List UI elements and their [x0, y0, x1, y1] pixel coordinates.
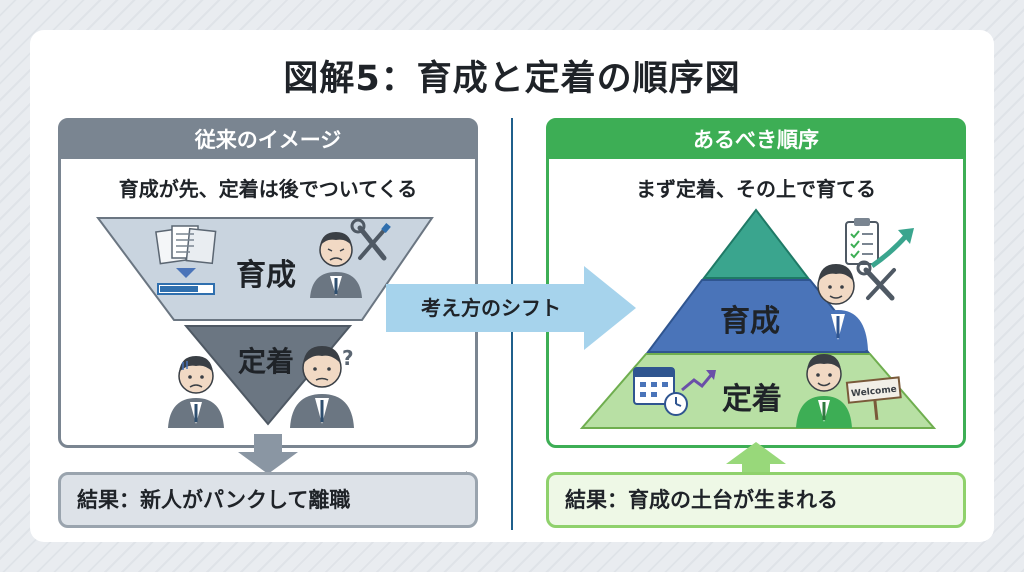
page-title: 図解5：育成と定着の順序図 — [283, 59, 741, 99]
pyramid-middle-label: 育成 — [720, 304, 780, 339]
welcome-sign-text: Welcome — [851, 385, 898, 400]
welcoming-person-icon — [796, 354, 852, 428]
panel-ideal-header: あるべき順序 — [549, 121, 963, 159]
result-conventional: 結果：新人がパンクして離職 — [58, 472, 478, 528]
down-arrow-left — [238, 434, 298, 474]
panel-ideal-subtitle: まず定着、その上で育てる — [636, 177, 876, 201]
result-conventional-text: 結果：新人がパンクして離職 — [77, 488, 351, 512]
sad-person-left-icon — [168, 356, 224, 428]
documents-icon — [155, 225, 217, 278]
confident-person-middle-icon — [808, 264, 868, 350]
pyramid-base-label: 定着 — [722, 382, 782, 417]
shift-arrow — [386, 266, 636, 350]
progress-bar-icon — [157, 283, 215, 295]
calendar-icon — [633, 367, 675, 405]
welcome-sign: Welcome — [845, 376, 902, 421]
tools-icon — [350, 218, 391, 261]
small-growth-arrow-icon — [681, 370, 716, 392]
question-mark: ? — [342, 346, 354, 370]
panel-conventional-header: 従来のイメージ — [61, 121, 475, 159]
confused-person-icon — [290, 346, 354, 428]
clipboard-icon — [845, 218, 879, 265]
growth-arrow-icon — [870, 228, 914, 269]
clock-icon — [664, 392, 688, 416]
funnel-top-label: 育成 — [236, 258, 296, 293]
shift-label: 考え方のシフト — [421, 296, 561, 320]
result-ideal: 結果：育成の土台が生まれる — [546, 472, 966, 528]
panel-conventional-subtitle: 育成が先、定着は後でついてくる — [118, 177, 418, 201]
worried-person-icon — [310, 232, 362, 298]
tools-icon-right — [856, 260, 896, 301]
pyramid-top — [701, 208, 811, 279]
funnel-bottom-label: 定着 — [238, 345, 295, 378]
panel-conventional: 従来のイメージ 育成が先、定着は後でついてくる — [58, 118, 478, 448]
result-ideal-text: 結果：育成の土台が生まれる — [565, 488, 838, 512]
up-arrow-right — [726, 442, 786, 476]
